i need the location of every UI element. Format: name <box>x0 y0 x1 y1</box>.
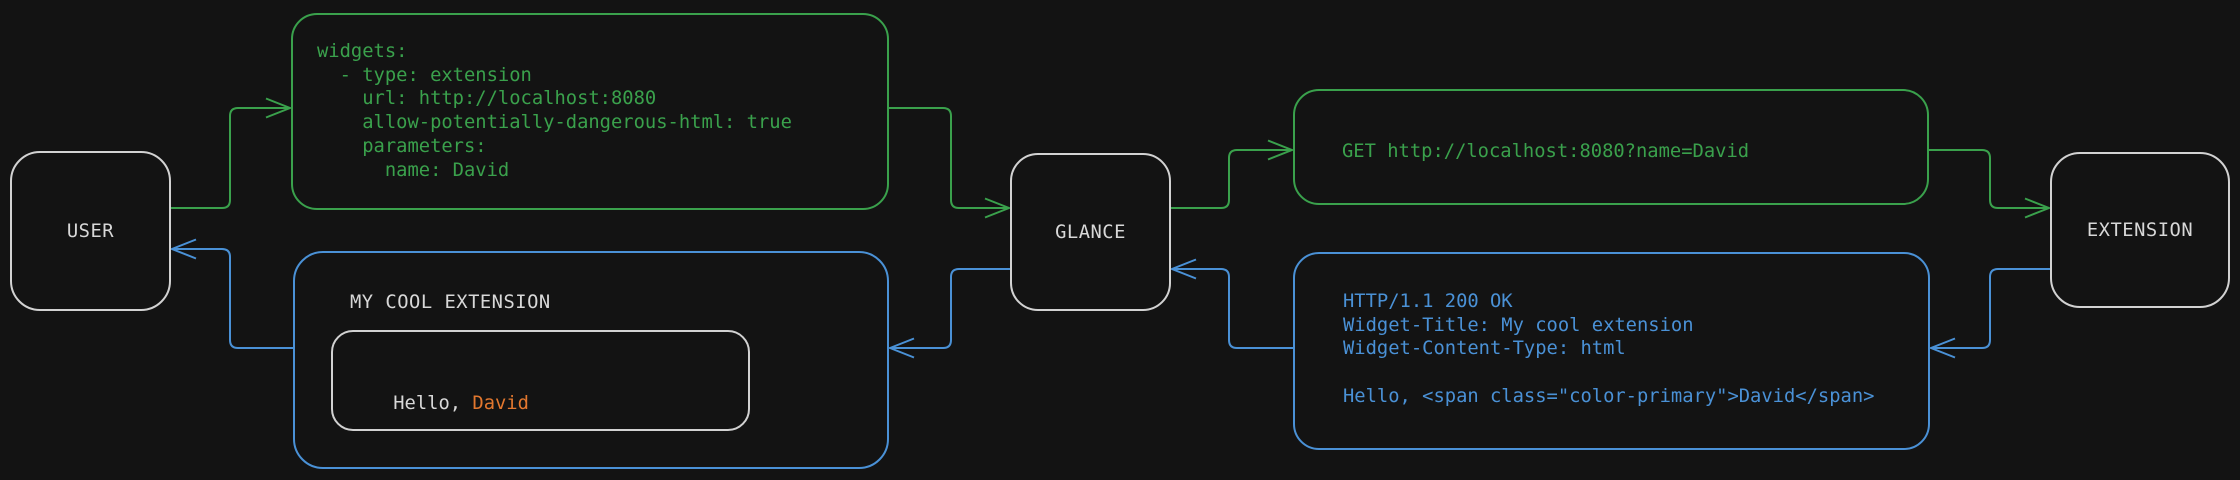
arrow-request-to-extension-head <box>2024 197 2052 219</box>
arrow-response-to-glance-head <box>1169 258 1197 280</box>
arrow-config-to-glance-head <box>984 197 1012 219</box>
extension-node-label: EXTENSION <box>2086 219 2194 241</box>
arrow-config-to-glance-line <box>889 107 1009 209</box>
user-node-label: USER <box>66 220 115 242</box>
arrow-glance-to-request-line <box>1171 149 1292 209</box>
arrow-response-to-glance-line <box>1172 268 1293 349</box>
arrow-user-to-config-line <box>171 107 290 209</box>
rendered-widget-box <box>293 251 889 469</box>
arrow-glance-to-widget-line <box>890 268 1010 349</box>
config-yaml-code: widgets: - type: extension url: http://l… <box>317 41 792 181</box>
user-node: USER <box>10 151 171 311</box>
config-yaml-box <box>291 13 889 210</box>
arrow-extension-to-response-line <box>1931 268 2050 349</box>
http-response-box <box>1293 252 1930 450</box>
widget-greeting: Hello, David <box>348 368 529 439</box>
request-flow-arrows <box>171 97 2052 219</box>
extension-node: EXTENSION <box>2050 152 2230 308</box>
widget-content-frame <box>331 330 750 431</box>
glance-node: GLANCE <box>1010 153 1171 311</box>
widget-title: MY COOL EXTENSION <box>350 292 551 313</box>
http-request-box <box>1293 89 1929 205</box>
http-request-code: GET http://localhost:8080?name=David <box>1342 141 1750 162</box>
arrow-request-to-extension-line <box>1929 149 2049 209</box>
response-flow-arrows <box>169 238 2050 359</box>
arrow-widget-to-user-line <box>172 248 293 349</box>
http-response-code: HTTP/1.1 200 OK Widget-Title: My cool ex… <box>1343 291 1875 407</box>
arrow-widget-to-user-head <box>169 238 197 260</box>
greeting-name: David <box>472 392 529 414</box>
glance-node-label: GLANCE <box>1055 221 1126 243</box>
greeting-prefix: Hello, <box>393 392 473 414</box>
arrow-glance-to-request-head <box>1267 139 1295 161</box>
arrow-glance-to-widget-head <box>887 337 915 359</box>
arrow-extension-to-response-head <box>1928 337 1956 359</box>
arrow-user-to-config-head <box>265 97 293 119</box>
